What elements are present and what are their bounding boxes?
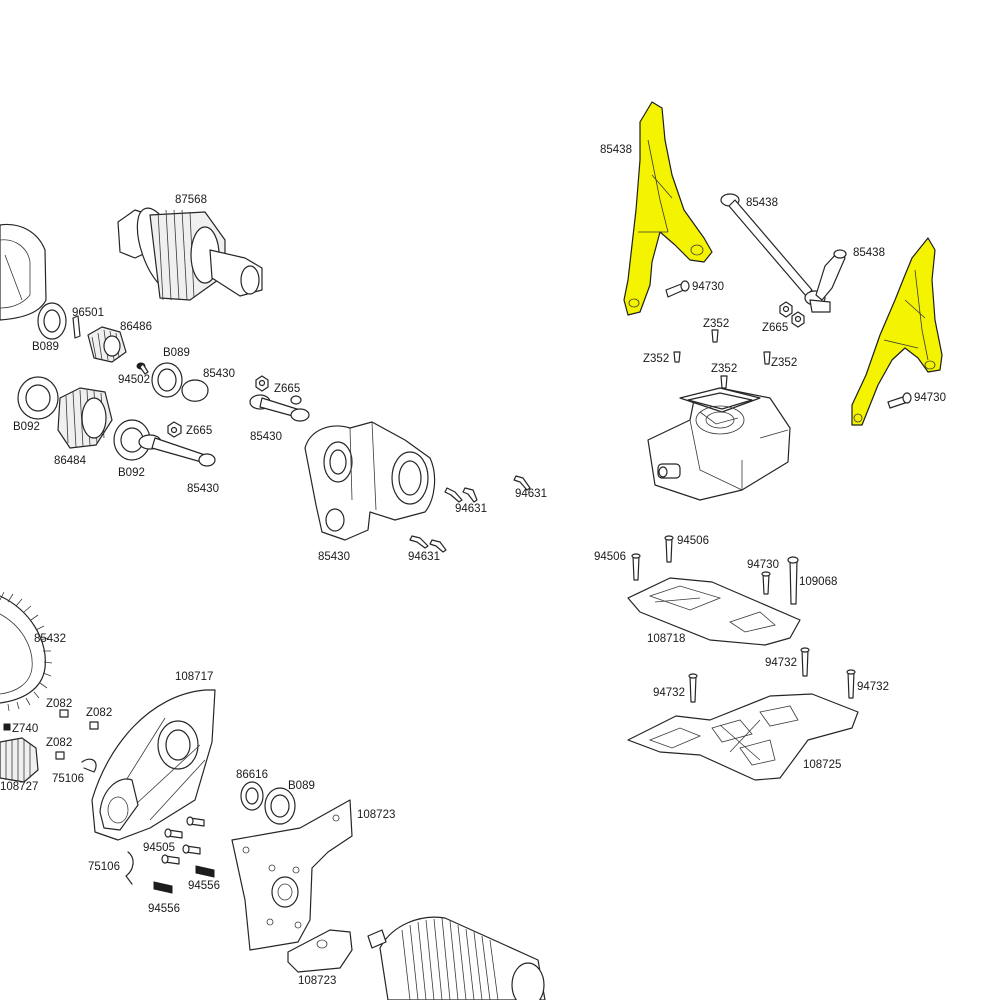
label-b089-left: B089 bbox=[32, 341, 59, 353]
label-b092-left: B092 bbox=[13, 421, 40, 433]
screw-94730-plate[interactable] bbox=[761, 571, 771, 595]
linkage-85430-left[interactable] bbox=[138, 434, 216, 467]
label-108723-mount: 108723 bbox=[357, 809, 395, 821]
label-85430-link-left: 85430 bbox=[187, 483, 219, 495]
screw-94502[interactable] bbox=[136, 362, 149, 375]
label-94631-b: 94631 bbox=[455, 503, 487, 515]
label-94730-upper: 94730 bbox=[692, 281, 724, 293]
bearing-b089-left[interactable] bbox=[37, 302, 67, 340]
servo-motor[interactable] bbox=[647, 387, 791, 501]
linkage-85430-right[interactable] bbox=[249, 394, 310, 422]
arm-85438-left-highlight[interactable] bbox=[623, 101, 713, 316]
label-94631-a: 94631 bbox=[515, 488, 547, 500]
label-94506-right: 94506 bbox=[677, 535, 709, 547]
bearings-86616-b089[interactable] bbox=[240, 781, 296, 825]
label-108717: 108717 bbox=[175, 671, 213, 683]
label-94505: 94505 bbox=[143, 842, 175, 854]
screws-z352[interactable] bbox=[673, 329, 771, 389]
label-94506-left: 94506 bbox=[594, 551, 626, 563]
label-87568: 87568 bbox=[175, 194, 207, 206]
label-96501: 96501 bbox=[72, 307, 104, 319]
nut-z665-mid[interactable] bbox=[167, 421, 182, 438]
label-94730-right: 94730 bbox=[914, 392, 946, 404]
label-85432: 85432 bbox=[34, 633, 66, 645]
label-108727: 108727 bbox=[0, 781, 38, 793]
cup-85430[interactable] bbox=[181, 379, 209, 402]
bearing-b089-center[interactable] bbox=[151, 362, 183, 398]
motor-plate-108717[interactable] bbox=[91, 689, 216, 841]
clips-75106[interactable] bbox=[81, 758, 134, 885]
motor-mount-108723[interactable] bbox=[231, 799, 353, 951]
small-parts-z082-z740[interactable] bbox=[3, 709, 99, 760]
label-108723-bracket: 108723 bbox=[298, 975, 336, 987]
label-z082-mid: Z082 bbox=[86, 707, 112, 719]
label-94730-plate: 94730 bbox=[747, 559, 779, 571]
label-b092-right: B092 bbox=[118, 467, 145, 479]
label-b089-center: B089 bbox=[163, 347, 190, 359]
part-number-labels: 87568 96501 86486 B089 B089 94502 85430 … bbox=[0, 144, 946, 987]
label-94556-left: 94556 bbox=[148, 903, 180, 915]
label-z352-left: Z352 bbox=[643, 353, 669, 365]
plate-108718[interactable] bbox=[627, 577, 801, 646]
label-z740: Z740 bbox=[12, 723, 38, 735]
label-85430-cup: 85430 bbox=[203, 368, 235, 380]
label-75106-top: 75106 bbox=[52, 773, 84, 785]
screws-94556[interactable] bbox=[153, 865, 215, 894]
pin-96501[interactable] bbox=[72, 315, 81, 339]
screw-109068[interactable] bbox=[787, 556, 799, 605]
nuts-z665-right[interactable] bbox=[779, 301, 805, 328]
screws-94732[interactable] bbox=[688, 647, 856, 703]
label-85438-rod: 85438 bbox=[746, 197, 778, 209]
label-94732-left: 94732 bbox=[653, 687, 685, 699]
bearing-b092-left[interactable] bbox=[17, 376, 59, 420]
motor-pinion-108727[interactable] bbox=[0, 737, 39, 783]
label-85438-arm-right: 85438 bbox=[853, 247, 885, 259]
label-86616: 86616 bbox=[236, 769, 268, 781]
label-85438-arm-left: 85438 bbox=[600, 144, 632, 156]
label-108725: 108725 bbox=[803, 759, 841, 771]
gearbox-case-85430[interactable] bbox=[304, 421, 436, 541]
label-z082-top: Z082 bbox=[46, 698, 72, 710]
label-86486: 86486 bbox=[120, 321, 152, 333]
label-z352-right: Z352 bbox=[771, 357, 797, 369]
gearbox-housing-cutoff bbox=[0, 223, 47, 321]
screws-94506[interactable] bbox=[631, 535, 674, 581]
label-85430-case: 85430 bbox=[318, 551, 350, 563]
label-85430-link-right: 85430 bbox=[250, 431, 282, 443]
label-86484: 86484 bbox=[54, 455, 87, 467]
label-108718: 108718 bbox=[647, 633, 685, 645]
arm-85438-right-highlight[interactable] bbox=[851, 237, 943, 426]
label-z665-right: Z665 bbox=[762, 322, 788, 334]
gear-86486[interactable] bbox=[87, 326, 127, 363]
screw-94730-upper[interactable] bbox=[665, 280, 690, 298]
nut-z665-upper[interactable] bbox=[255, 375, 269, 392]
label-109068: 109068 bbox=[799, 576, 837, 588]
label-z082-low: Z082 bbox=[46, 737, 72, 749]
tie-rod-85438[interactable] bbox=[720, 193, 847, 313]
label-94502: 94502 bbox=[118, 374, 150, 386]
bracket-108723[interactable] bbox=[287, 929, 353, 973]
differential-87568[interactable] bbox=[117, 202, 263, 301]
label-75106-low: 75106 bbox=[88, 861, 120, 873]
label-z665-upper: Z665 bbox=[274, 383, 300, 395]
spur-gear-85432[interactable] bbox=[0, 591, 53, 712]
label-z665-mid: Z665 bbox=[186, 425, 212, 437]
label-b089-low: B089 bbox=[288, 780, 315, 792]
label-z352-mid: Z352 bbox=[711, 363, 737, 375]
label-94732-top: 94732 bbox=[765, 657, 797, 669]
label-94631-c: 94631 bbox=[408, 551, 440, 563]
screws-94505[interactable] bbox=[161, 816, 205, 865]
label-94556-right: 94556 bbox=[188, 880, 220, 892]
electric-motor[interactable] bbox=[367, 916, 546, 1000]
label-z352-top: Z352 bbox=[703, 318, 729, 330]
chassis-plate-108725[interactable] bbox=[627, 693, 859, 781]
screws-94631[interactable] bbox=[409, 475, 531, 553]
bearing-b092-right[interactable] bbox=[113, 419, 151, 461]
label-94732-right: 94732 bbox=[857, 681, 889, 693]
screw-94730-right[interactable] bbox=[887, 392, 912, 409]
gear-86484[interactable] bbox=[57, 387, 113, 449]
